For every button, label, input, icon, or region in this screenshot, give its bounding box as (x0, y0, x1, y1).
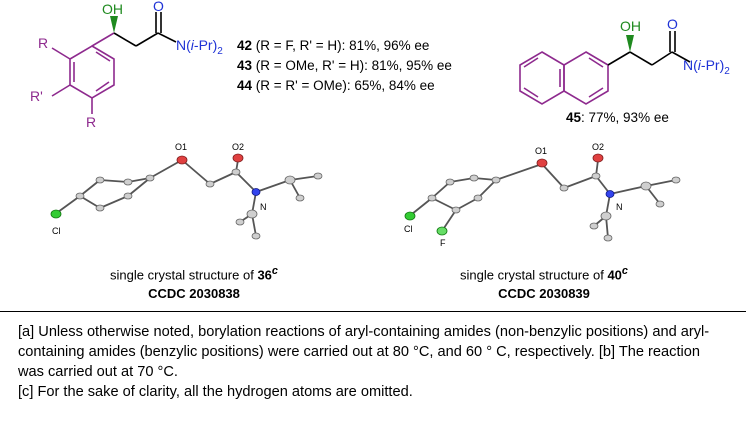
table-footnotes: [a] Unless otherwise noted, borylation r… (0, 311, 746, 402)
substituent-r-top: R (38, 35, 48, 51)
naphthyl-wedge-bond (626, 35, 634, 52)
naphthyl-amide-nitrogen-label: N(i-Pr)2 (683, 57, 730, 77)
atom-label-o1-right: O1 (535, 146, 547, 156)
compound-45: 45: 77%, 93% ee (566, 110, 669, 125)
substituent-bonds (51, 32, 115, 114)
benzene-ring (69, 45, 115, 99)
hydroxyl-label: OH (102, 1, 123, 17)
atom-label-cl-right: Cl (404, 224, 413, 234)
atom-label-cl: Cl (52, 226, 61, 236)
footnote-a-b: [a] Unless otherwise noted, borylation r… (18, 324, 710, 380)
crystal-caption-right: single crystal structure of 40c (460, 265, 628, 283)
ccdc-number-left: CCDC 2030838 (148, 286, 240, 301)
atom-label-o2: O2 (232, 142, 244, 152)
substituent-r-bottom: R (86, 114, 96, 130)
ortep-structure-left: O1 O2 N Cl (50, 142, 323, 240)
wedge-bond (110, 16, 118, 33)
amide-nitrogen-label: N(i-Pr)2 (176, 37, 223, 57)
compound-43: 43 (R = OMe, R' = H): 81%, 95% ee (237, 58, 452, 73)
atom-label-o1: O1 (175, 142, 187, 152)
chain-bonds (113, 12, 177, 47)
compound-44: 44 (R = R' = OMe): 65%, 84% ee (237, 78, 435, 93)
atom-label-o2-right: O2 (592, 142, 604, 152)
naphthyl-carbonyl-oxygen-label: O (667, 16, 678, 32)
carbonyl-oxygen-label: O (153, 0, 164, 14)
ortep-structure-right: O1 O2 N Cl F (404, 142, 681, 248)
ccdc-number-right: CCDC 2030839 (498, 286, 590, 301)
substituent-r-prime: R' (30, 88, 43, 104)
naphthalene-rings (519, 51, 609, 105)
crystal-caption-left: single crystal structure of 36c (110, 265, 278, 283)
footnote-c: [c] For the sake of clarity, all the hyd… (18, 384, 413, 400)
compound-42: 42 (R = F, R' = H): 81%, 96% ee (237, 38, 430, 53)
compound-list: 42 (R = F, R' = H): 81%, 96% ee 43 (R = … (237, 36, 452, 96)
atom-label-n-right: N (616, 202, 623, 212)
naphthyl-chain-bonds (607, 31, 691, 66)
naphthyl-hydroxyl-label: OH (620, 18, 641, 34)
atom-label-n: N (260, 202, 267, 212)
atom-label-f-right: F (440, 238, 446, 248)
